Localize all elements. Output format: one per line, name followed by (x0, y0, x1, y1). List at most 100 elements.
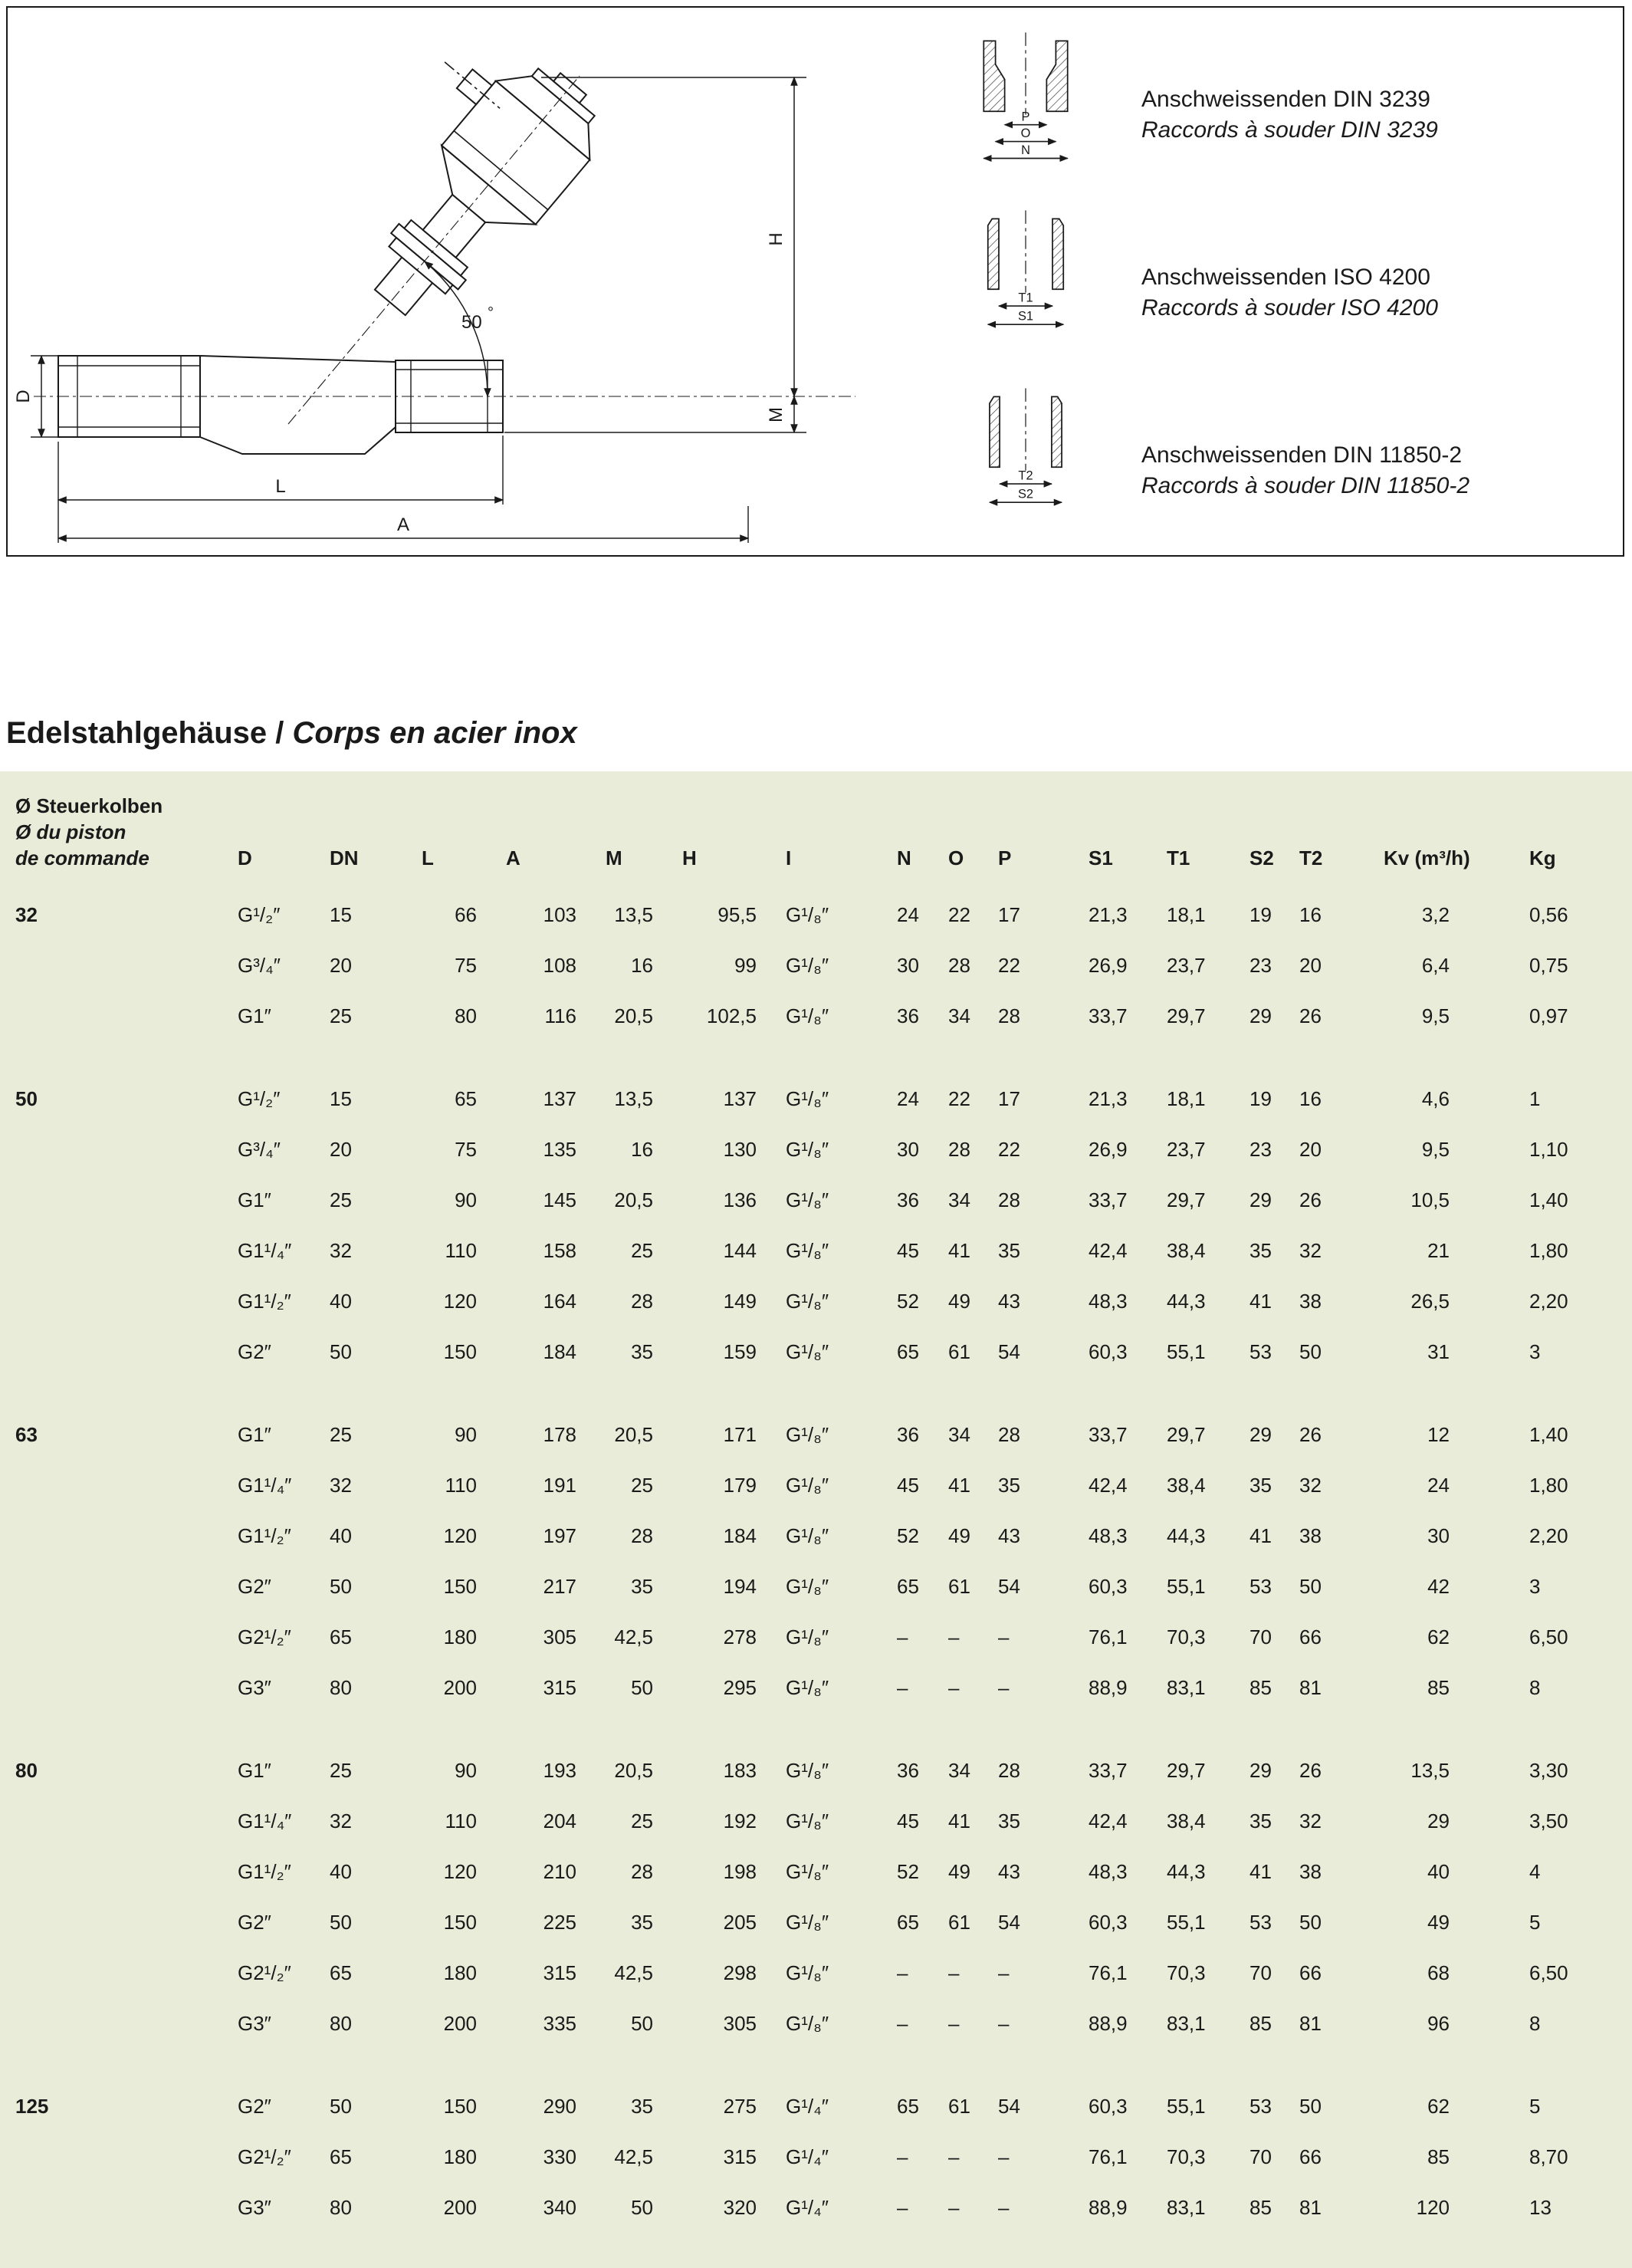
weld-end-title: Anschweissenden ISO 4200 (1141, 265, 1430, 290)
cell-dn: 40 (330, 1290, 352, 1313)
cell-h: 130 (723, 1138, 757, 1161)
cell-o: 49 (948, 1290, 970, 1313)
section-title: Edelstahlgehäuse / Corps en acier inox (6, 715, 1632, 751)
cell-t1: 44,3 (1167, 1860, 1206, 1883)
weld-end-row-din3239: P O N Anschweissenden DIN 3239 Raccords … (954, 29, 1629, 172)
cell-h: 192 (723, 1809, 757, 1832)
cell-o: 34 (948, 1004, 970, 1027)
weld-dim-t1: T1 (1018, 291, 1033, 305)
cell-p: 54 (998, 1911, 1020, 1934)
cell-p: 35 (998, 1474, 1020, 1497)
piston-diameter-label (0, 1662, 238, 1713)
cell-s2: 29 (1249, 1759, 1272, 1782)
cell-l: 180 (443, 1961, 477, 1984)
cell-h: 183 (723, 1759, 757, 1782)
cell-h: 144 (723, 1239, 757, 1262)
cell-p: – (998, 1961, 1010, 1984)
cell-s2: 35 (1249, 1239, 1272, 1262)
cell-t2: 26 (1299, 1004, 1322, 1027)
cell-s1: 33,7 (1089, 1188, 1128, 1211)
cell-t1: 29,7 (1167, 1759, 1206, 1782)
cell-l: 150 (443, 1340, 477, 1363)
cell-o: – (948, 1676, 960, 1699)
dimension-a: A (57, 506, 750, 543)
cell-dn: 25 (330, 1004, 352, 1027)
cell-d: G3″ (238, 2012, 271, 2035)
cell-kg: 3 (1529, 1575, 1541, 1598)
cell-dn: 80 (330, 2196, 352, 2219)
cell-n: 30 (897, 954, 919, 977)
cell-n: 52 (897, 1524, 919, 1547)
cell-o: – (948, 1961, 960, 1984)
cell-s1: 42,4 (1089, 1239, 1128, 1262)
weld-end-title: Anschweissenden DIN 11850-2 (1141, 442, 1463, 468)
cell-o: 34 (948, 1759, 970, 1782)
cell-d: G2¹/₂″ (238, 1625, 291, 1648)
cell-p: 54 (998, 1340, 1020, 1363)
cell-kg: 4 (1529, 1860, 1541, 1883)
dim-label-d: D (13, 390, 34, 403)
dimension-h: H (541, 76, 806, 398)
cell-s1: 21,3 (1089, 1087, 1128, 1110)
cell-s1: 26,9 (1089, 954, 1128, 977)
cell-d: G1¹/₂″ (238, 1860, 291, 1883)
cell-l: 120 (443, 1524, 477, 1547)
weld-dim-s1: S1 (1018, 310, 1033, 324)
cell-a: 193 (543, 1759, 576, 1782)
cell-kg: 5 (1529, 2095, 1541, 2118)
cell-dn: 32 (330, 1239, 352, 1262)
cell-dn: 80 (330, 1676, 352, 1699)
cell-o: 61 (948, 2095, 970, 2118)
cell-d: G2″ (238, 1575, 271, 1598)
cell-h: 159 (723, 1340, 757, 1363)
cell-s2: 41 (1249, 1290, 1272, 1313)
cell-s2: 85 (1249, 1676, 1272, 1699)
piston-diameter-label (0, 1846, 238, 1897)
cell-i: G¹/₄″ (786, 2196, 829, 2219)
cell-s1: 33,7 (1089, 1423, 1128, 1446)
cell-h: 99 (734, 954, 757, 977)
piston-diameter-label (0, 1796, 238, 1846)
cell-d: G³/₄″ (238, 1138, 281, 1161)
cell-a: 210 (543, 1860, 576, 1883)
cell-p: 28 (998, 1004, 1020, 1027)
section-title-german: Edelstahlgehäuse (6, 716, 268, 750)
cell-h: 184 (723, 1524, 757, 1547)
cell-s2: 85 (1249, 2196, 1272, 2219)
cell-p: 28 (998, 1423, 1020, 1446)
cell-p: 43 (998, 1290, 1020, 1313)
cell-t2: 81 (1299, 2012, 1322, 2035)
cell-i: G¹/₈″ (786, 1676, 829, 1699)
cell-a: 137 (543, 1087, 576, 1110)
cell-a: 158 (543, 1239, 576, 1262)
cell-d: G1¹/₄″ (238, 1809, 292, 1832)
cell-kv: 42 (1427, 1575, 1450, 1598)
cell-t2: 32 (1299, 1239, 1322, 1262)
cell-kv: 85 (1427, 2145, 1450, 2168)
piston-diameter-label: 125 (15, 2095, 49, 2118)
cell-s2: 29 (1249, 1423, 1272, 1446)
cell-d: G1¹/₂″ (238, 1524, 291, 1547)
cell-d: G2″ (238, 1340, 271, 1363)
cell-h: 278 (723, 1625, 757, 1648)
cell-kg: 2,20 (1529, 1524, 1568, 1547)
cell-m: 25 (631, 1239, 653, 1262)
cell-l: 110 (445, 1809, 477, 1832)
cell-d: G¹/₂″ (238, 1087, 281, 1110)
cell-n: 45 (897, 1239, 919, 1262)
cell-l: 75 (455, 954, 477, 977)
cell-h: 315 (723, 2145, 757, 2168)
cell-dn: 20 (330, 954, 352, 977)
cell-kv: 9,5 (1421, 1004, 1450, 1027)
piston-header-line3: de commande (15, 846, 149, 869)
column-header-kg: Kg (1529, 846, 1556, 869)
dim-label-h: H (766, 232, 786, 245)
cell-kg: 2,20 (1529, 1290, 1568, 1313)
cell-h: 136 (723, 1188, 757, 1211)
